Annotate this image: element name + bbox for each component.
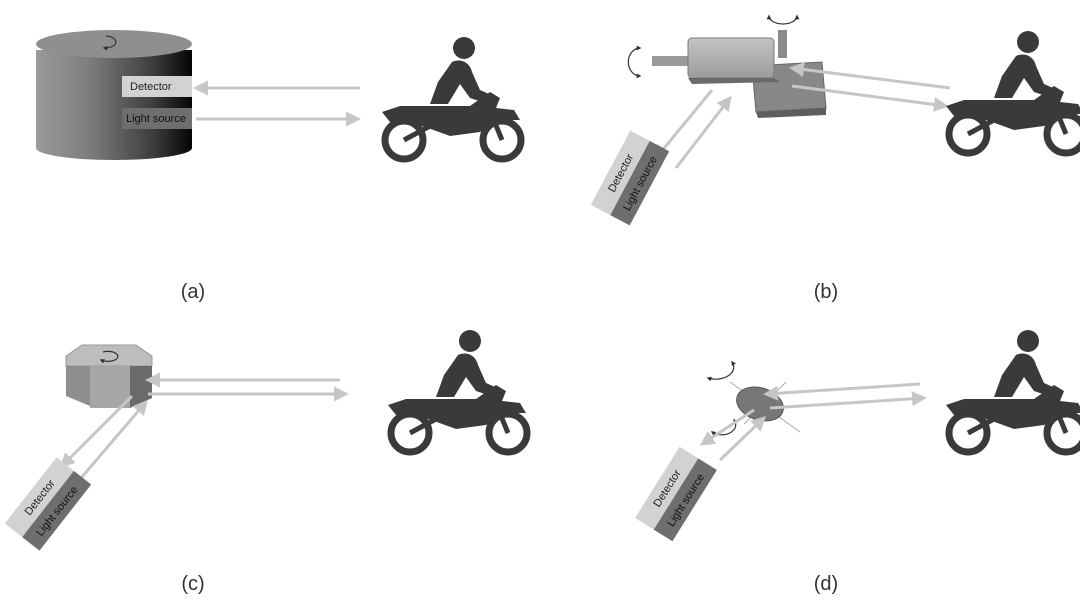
polygon-mirror-top <box>65 344 153 367</box>
detector-box <box>590 130 650 216</box>
sensor-unit: Detector Light source <box>4 457 92 551</box>
galvo-mirror-y-edge <box>756 108 826 118</box>
motorcycle-rider-icon <box>382 37 521 159</box>
emitted-beam <box>769 391 927 410</box>
polygon-mirror-face <box>90 366 130 408</box>
emitted-beam <box>791 84 949 112</box>
caption-c: (c) <box>181 573 204 595</box>
rotation-arrow-icon <box>627 45 642 79</box>
return-beam <box>789 62 951 90</box>
emitted-beam-from-source <box>74 399 148 485</box>
caption-a: (a) <box>181 281 205 303</box>
polygon-mirror-face <box>66 366 90 406</box>
light-source-box <box>22 470 92 551</box>
rotation-arrow-icon <box>706 360 736 382</box>
panel-d: Detector Light source (d) <box>635 330 1080 595</box>
rotation-arrow-icon <box>766 14 800 25</box>
rotation-arrow-icon <box>710 418 738 436</box>
cylinder-top <box>36 30 192 58</box>
detector-box <box>122 76 192 97</box>
light-source-box <box>610 140 670 226</box>
detector-label: Detector <box>130 81 172 93</box>
return-beam-to-detector <box>654 89 714 161</box>
motorcycle-rider-icon <box>946 330 1080 452</box>
panel-a: Detector Light source (a) <box>36 30 521 303</box>
motorcycle-rider-icon <box>946 31 1080 153</box>
panel-c: Detector Light source (c) <box>4 330 527 595</box>
detector-box <box>635 446 699 530</box>
caption-b: (b) <box>814 281 838 303</box>
light-source-box <box>122 108 192 129</box>
rotating-cylinder <box>36 50 192 160</box>
galvo-shaft-vertical <box>778 30 787 58</box>
polygon-mirror-face <box>130 366 152 408</box>
detector-box <box>4 457 74 538</box>
emitted-beam-from-source <box>718 415 767 462</box>
caption-d: (d) <box>814 573 838 595</box>
light-source-label: Light source <box>126 113 186 125</box>
galvo-mirror-x-edge <box>688 78 780 84</box>
return-beam-to-detector <box>59 394 134 469</box>
motorcycle-rider-icon <box>388 330 527 452</box>
panel-b: Detector Light source (b) <box>590 14 1080 303</box>
light-source-box <box>653 458 717 542</box>
galvo-mirror-x <box>687 37 775 79</box>
emitted-beam-from-source <box>674 95 732 169</box>
rotation-arrow-icon <box>102 35 117 51</box>
return-beam <box>763 382 921 401</box>
sensor-unit: Detector Light source <box>635 446 717 542</box>
rotation-arrow-icon <box>99 350 119 364</box>
return-beam-to-detector <box>699 408 755 446</box>
sensor-unit: Detector Light source <box>590 130 670 226</box>
galvo-shaft-horizontal <box>652 56 692 66</box>
